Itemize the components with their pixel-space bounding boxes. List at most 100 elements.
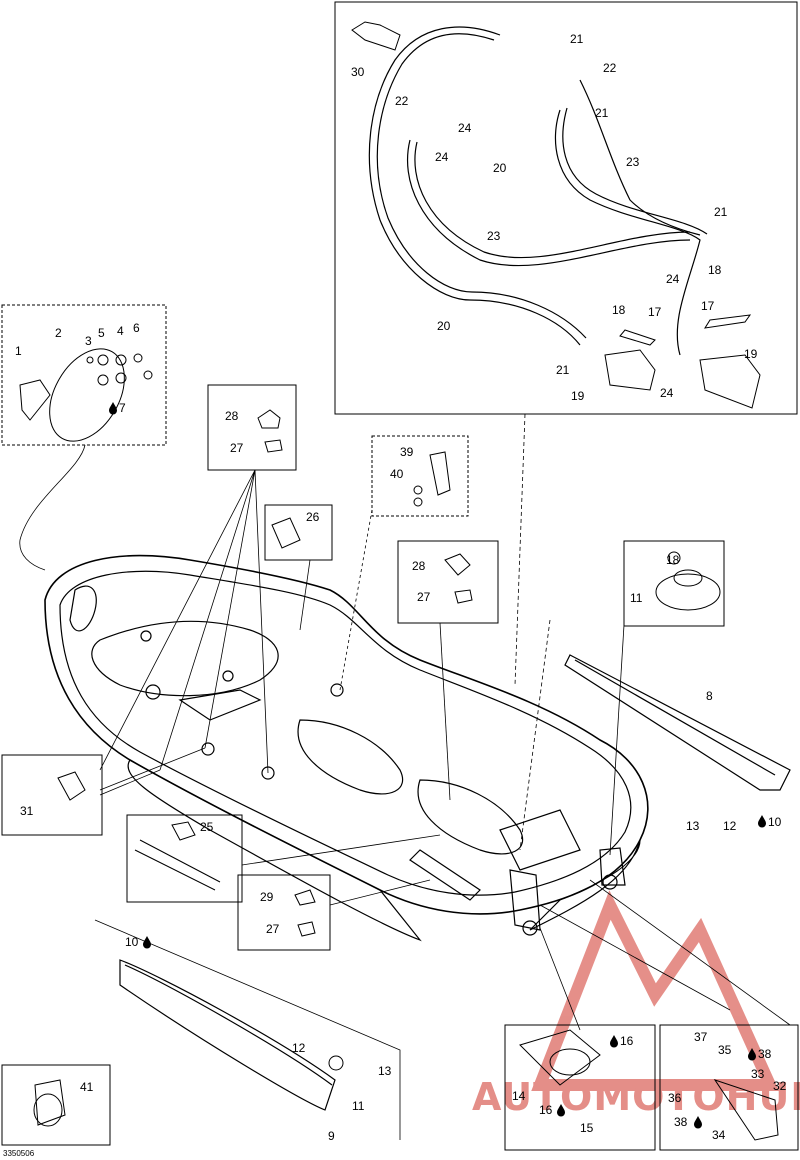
part-28-shape-a	[257, 409, 281, 429]
callout-14: 14	[512, 1089, 526, 1103]
callout-21a: 21	[570, 32, 584, 46]
callout-20b: 20	[437, 319, 451, 333]
callout-18a: 18	[612, 303, 626, 317]
part-27-shape-a	[264, 439, 283, 453]
part-26-shape	[271, 517, 301, 549]
small-parts	[19, 21, 779, 1141]
part-25-shape	[171, 821, 196, 841]
drop-icon	[610, 1035, 618, 1048]
part-17-shape-b	[704, 314, 752, 329]
part-11-cup-shape	[655, 573, 721, 611]
callout-21b: 21	[595, 106, 609, 120]
clip-detail-box-1	[207, 384, 297, 471]
callout-20a: 20	[493, 161, 507, 175]
clip-detail-box-3	[237, 874, 331, 951]
hull	[44, 554, 649, 942]
callout-26: 26	[306, 510, 320, 524]
callout-23a: 23	[626, 155, 640, 169]
sponsons	[119, 654, 791, 1111]
hose-23-right	[579, 79, 701, 236]
screw-detail-box	[126, 814, 243, 903]
callout-36: 36	[668, 1091, 682, 1105]
cup-detail-box	[623, 540, 725, 627]
part-32-shape	[713, 1079, 779, 1141]
callout-17a: 17	[648, 305, 662, 319]
callout-31: 31	[20, 804, 34, 818]
part-14-shape	[519, 1029, 601, 1086]
part-19-shape-a	[604, 349, 656, 391]
clip-detail-box-2	[397, 540, 499, 624]
callout-19a: 19	[571, 389, 585, 403]
drop-icon	[758, 815, 766, 828]
part-30-shape	[351, 21, 401, 51]
clamp-detail-box-2	[1, 754, 103, 836]
callout-21c: 21	[714, 205, 728, 219]
callout-6: 6	[133, 321, 140, 335]
callout-24c: 24	[666, 272, 680, 286]
part-1-shape	[19, 379, 51, 421]
callout-4: 4	[117, 324, 124, 338]
part-27-shape-c	[297, 921, 316, 937]
callout-29: 29	[260, 890, 274, 904]
callout-21d: 21	[556, 363, 570, 377]
figure-code: 3350506	[3, 1149, 35, 1158]
watermark-text: AUTOMOTOHUB	[472, 1075, 800, 1119]
part-39-shape	[429, 451, 451, 496]
callout-24d: 24	[660, 386, 674, 400]
callout-24b: 24	[435, 150, 449, 164]
callout-8: 8	[706, 689, 713, 703]
callout-18b: 18	[708, 263, 722, 277]
callout-12b: 12	[292, 1041, 306, 1055]
hose-23-left	[406, 139, 691, 267]
callout-33: 33	[751, 1067, 765, 1081]
sponson-right	[564, 654, 791, 791]
callout-27c: 27	[266, 922, 280, 936]
callout-37: 37	[694, 1030, 708, 1044]
callout-34: 34	[712, 1128, 726, 1142]
part-18-shape	[667, 551, 681, 565]
bracket-detail-box-2	[659, 1024, 799, 1151]
callout-28a: 28	[225, 409, 239, 423]
fitting-detail-box	[1, 1064, 111, 1146]
callout-39: 39	[400, 445, 414, 459]
callout-17b: 17	[701, 299, 715, 313]
sponson-left	[119, 959, 336, 1111]
callout-25: 25	[200, 820, 214, 834]
hose-20-left	[368, 26, 581, 346]
part-41-shape	[34, 1079, 66, 1126]
callout-13a: 13	[686, 819, 700, 833]
callout-35: 35	[718, 1043, 732, 1057]
watermark-logo: AUTOMOTOHUB	[472, 890, 800, 1119]
callout-40: 40	[390, 467, 404, 481]
callout-38a: 38	[758, 1047, 772, 1061]
callout-16b: 16	[539, 1103, 553, 1117]
part-29-shape	[294, 889, 316, 906]
callout-3: 3	[85, 334, 92, 348]
drop-icon	[143, 936, 151, 949]
part-17-shape-a	[619, 329, 656, 346]
callout-22a: 22	[603, 61, 617, 75]
hose-20-right	[554, 109, 701, 356]
callout-41: 41	[80, 1080, 94, 1094]
hoses	[368, 26, 708, 356]
part-28-shape-b	[444, 553, 471, 576]
callout-16a: 16	[620, 1034, 634, 1048]
callout-38b: 38	[674, 1115, 688, 1129]
callout-10a: 10	[125, 935, 139, 949]
callout-2: 2	[55, 326, 62, 340]
leader-lines	[19, 413, 791, 1140]
callout-9: 9	[328, 1129, 335, 1143]
part-11-ring-shape	[328, 1055, 344, 1071]
part-31-shape	[57, 771, 86, 801]
part-27-shape-b	[454, 589, 473, 604]
bracket-detail-box	[371, 435, 469, 517]
callout-1: 1	[15, 344, 22, 358]
cap-detail-box	[1, 304, 167, 446]
drain-detail-box	[504, 1024, 656, 1151]
callout-28b: 28	[412, 559, 426, 573]
callout-30: 30	[351, 65, 365, 79]
clamp-detail-box	[264, 504, 333, 561]
callout-15: 15	[580, 1121, 594, 1135]
